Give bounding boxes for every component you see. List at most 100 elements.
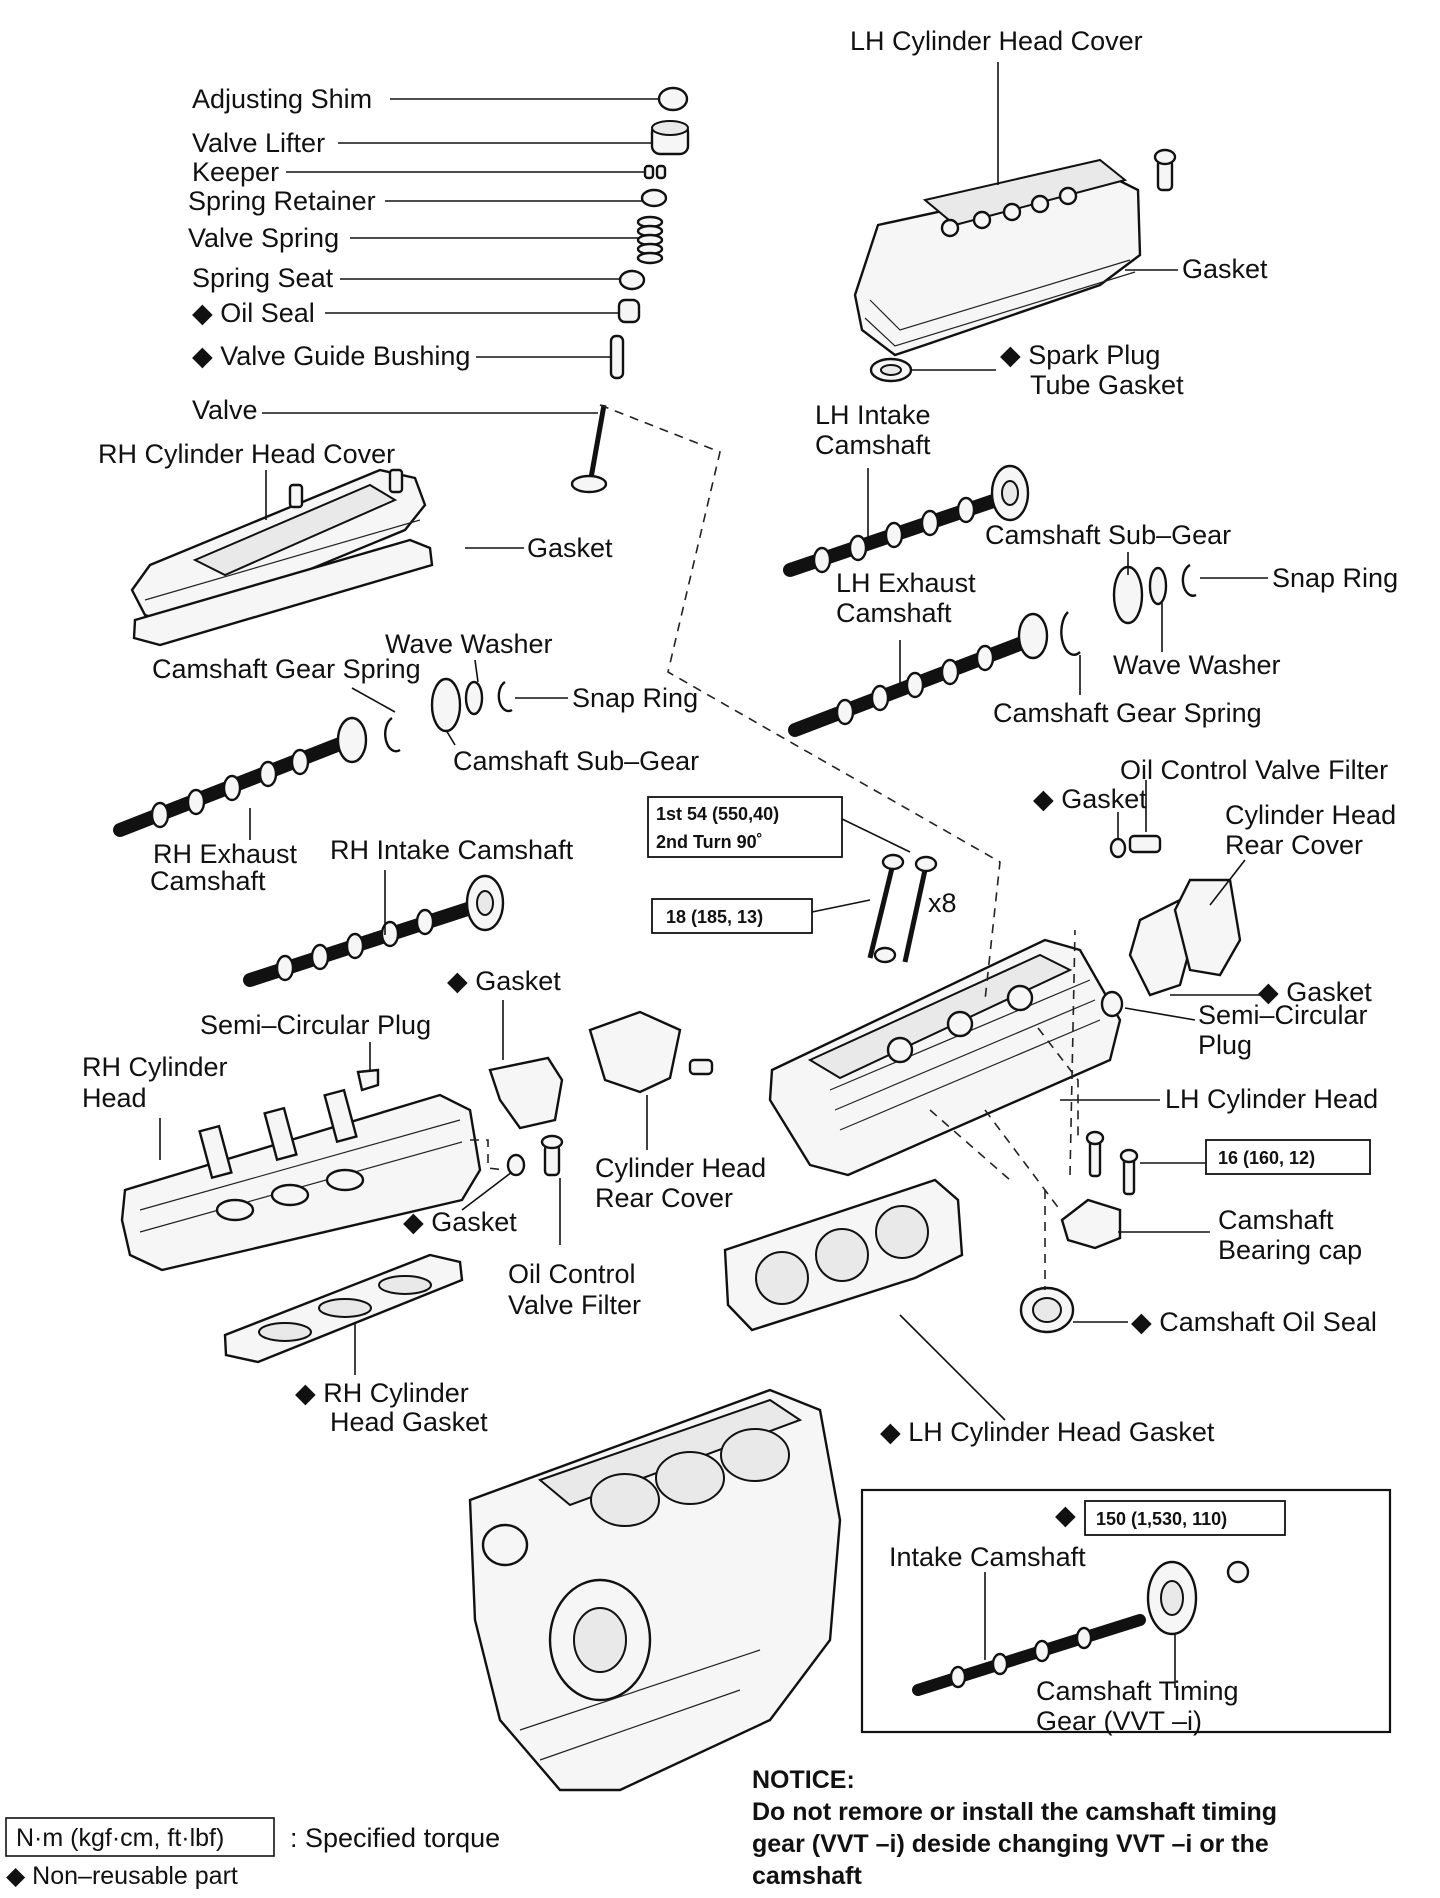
valve-train-leaders [262,98,659,414]
notice-title: NOTICE: [752,1766,855,1794]
lh-ocv-rear-cover [1100,834,1242,1018]
label-gasket-lh-rear: ◆ Gasket [1258,977,1372,1007]
label-gasket-lh-cover: Gasket [1182,254,1268,284]
legend-unit-box: N·m (kgf·cm, ft·lbf) [16,1824,224,1852]
label-rh-exhaust: RH Exhaust [153,839,298,869]
label-rh-cylinder: RH Cylinder [82,1052,228,1082]
legend: N·m (kgf·cm, ft·lbf) : Specified torque … [5,1817,500,1890]
label-lh-cylinder-head-cover: LH Cylinder Head Cover [850,26,1143,56]
label-valve-spring: Valve Spring [188,223,339,253]
label-wave-washer-lh: Wave Washer [1113,650,1281,680]
torque-head-bolt-1st: 1st 54 (550,40) [656,804,779,824]
torque-specs: 1st 54 (550,40) 2nd Turn 90˚ 18 (185, 13… [647,796,1371,1536]
lh-cylinder-head-cover [853,148,1177,383]
label-rh-exhaust-camshaft: Camshaft [150,866,266,896]
label-lh-cylinder-head: LH Cylinder Head [1165,1084,1378,1114]
torque-timing-gear: 150 (1,530, 110) [1096,1509,1227,1529]
label-plug-lh: Plug [1198,1030,1252,1060]
label-oil-seal: ◆ Oil Seal [192,298,315,328]
label-camshaft-bearing: Camshaft [1218,1205,1334,1235]
label-gasket-rh-cover: Gasket [527,533,613,563]
label-rh-cylinder-head-gasket: ◆ RH Cylinder [295,1378,469,1408]
bearing-leaders [1073,1162,1210,1323]
vvt-inset [860,1488,1392,1734]
rh-head-leaders [159,1042,371,1160]
label-bearing-cap: Bearing cap [1218,1235,1362,1265]
torque-small-bolt: 18 (185, 13) [666,907,763,927]
lh-exhaust-camshaft [788,563,1197,737]
rh-exhaust-camshaft [113,677,513,837]
label-gasket-rh-ocv: ◆ Gasket [403,1207,517,1237]
label-rh-cylinder-head-cover: RH Cylinder Head Cover [98,439,395,469]
label-oil-control-rh: Oil Control [508,1259,636,1289]
torque-bearing-cap: 16 (160, 12) [1218,1148,1315,1168]
label-lh-intake-camshaft: Camshaft [815,430,931,460]
head-gasket-leaders [354,1314,1006,1421]
label-non-reusable-diamond: ◆ [1055,1500,1076,1530]
part-labels: LH Cylinder Head Cover Adjusting Shim Va… [82,26,1398,1736]
rh-rear-leaders [461,1000,648,1245]
label-camshaft-sub-gear-rh: Camshaft Sub–Gear [453,746,699,776]
label-rh-head-gasket: Head Gasket [330,1407,488,1437]
notice-line-3: camshaft [752,1862,862,1890]
label-gasket-lh-ocv: ◆ Gasket [1033,784,1147,814]
label-adjusting-shim: Adjusting Shim [192,84,372,114]
label-intake-camshaft: Intake Camshaft [889,1542,1086,1572]
notice-line-1: Do not remore or install the camshaft ti… [752,1798,1277,1826]
label-rear-cover-lh: Rear Cover [1225,830,1363,860]
lh-intake-camshaft [783,464,1030,577]
lh-cover-leaders [912,62,1178,371]
lh-cylinder-head [768,938,1122,1177]
torque-head-bolt-2nd: 2nd Turn 90˚ [656,832,763,852]
label-gasket-rh-rear: ◆ Gasket [447,966,561,996]
notice-line-2: gear (VVT –i) deside changing VVT –i or … [752,1830,1269,1858]
label-camshaft-gear-spring-lh: Camshaft Gear Spring [993,698,1262,728]
lh-rear-leaders [1117,780,1265,1021]
label-spark-plug: ◆ Spark Plug [1000,340,1160,370]
label-rh-head: Head [82,1083,147,1113]
legend-non-reusable: ◆ Non–reusable part [6,1862,238,1890]
label-cylinder-head-lh: Cylinder Head [1225,800,1396,830]
label-camshaft-timing: Camshaft Timing [1036,1676,1239,1706]
label-gear-vvt-i: Gear (VVT –i) [1036,1706,1202,1736]
valve-train-parts [570,86,690,494]
lh-cylinder-head-gasket [723,1178,964,1332]
label-wave-washer-rh: Wave Washer [385,629,553,659]
rh-cylinder-head-gasket [223,1253,464,1364]
assembly-dashed-lines [470,404,1079,1290]
head-bolts [867,853,938,964]
label-oil-control-valve-filter-lh: Oil Control Valve Filter [1120,755,1388,785]
label-semi-circular-plug-rh: Semi–Circular Plug [200,1010,431,1040]
torque-leaders [811,817,911,913]
label-lh-exhaust-camshaft: Camshaft [836,598,952,628]
label-valve-filter-rh: Valve Filter [508,1290,641,1320]
rh-intake-camshaft [243,874,505,987]
label-rear-cover-rh: Rear Cover [595,1183,733,1213]
label-camshaft-gear-spring-rh: Camshaft Gear Spring [152,654,421,684]
label-valve: Valve [192,395,258,425]
label-camshaft-oil-seal: ◆ Camshaft Oil Seal [1131,1307,1377,1337]
legend-unit-description: : Specified torque [290,1823,500,1853]
label-spring-retainer: Spring Retainer [188,186,376,216]
notice: NOTICE: Do not remore or install the cam… [752,1766,1277,1890]
label-camshaft-sub-gear-lh: Camshaft Sub–Gear [985,520,1231,550]
rh-camshaft-leaders [249,659,568,935]
label-x8: x8 [928,888,957,918]
rh-cylinder-head [120,1068,482,1272]
label-keeper: Keeper [192,157,279,187]
label-rh-intake-camshaft: RH Intake Camshaft [330,835,574,865]
rh-cover-leaders [265,470,524,549]
lh-camshaft-leaders [867,468,1268,695]
label-tube-gasket: Tube Gasket [1030,370,1184,400]
label-semi-circular-lh: Semi–Circular [1198,1000,1368,1030]
label-snap-ring-lh: Snap Ring [1272,563,1398,593]
engine-block [468,1388,842,1792]
label-cylinder-head-rh: Cylinder Head [595,1153,766,1183]
label-lh-exhaust: LH Exhaust [836,568,976,598]
label-lh-intake: LH Intake [815,400,931,430]
rh-cylinder-head-cover [130,468,434,647]
label-valve-guide-bushing: ◆ Valve Guide Bushing [192,341,470,371]
label-lh-cylinder-head-gasket: ◆ LH Cylinder Head Gasket [880,1417,1215,1447]
label-spring-seat: Spring Seat [192,263,334,293]
